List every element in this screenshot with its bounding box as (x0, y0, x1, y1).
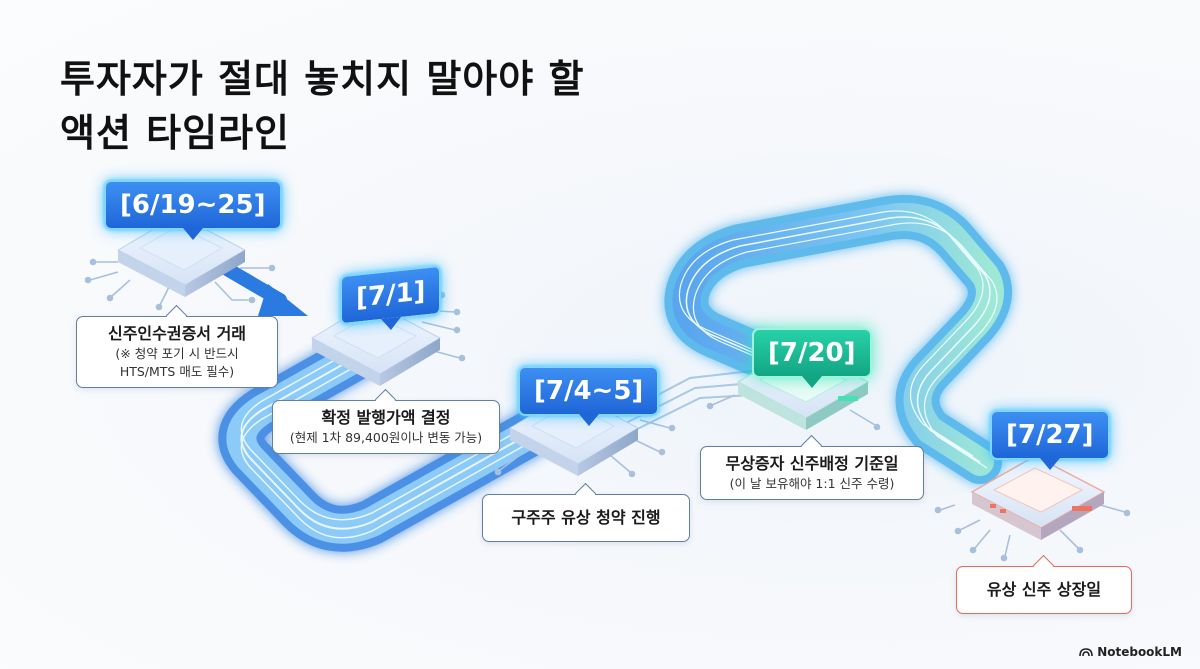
label-event-2: 확정 발행가액 결정 (현제 1차 89,400원이나 변동 가능) (272, 400, 500, 454)
brand-name: NotebookLM (1097, 645, 1182, 659)
label-event-1: 신주인수권증서 거래 (※ 청약 포기 시 반드시 HTS/MTS 매도 필수) (76, 316, 278, 388)
notebooklm-logo-icon (1079, 648, 1093, 657)
label-event-5-title: 유상 신주 상장일 (986, 580, 1102, 599)
node-platform-5 (970, 455, 1106, 540)
date-tag-event-1: [6/19~25] (104, 180, 282, 240)
date-tag-event-2: [7/1] (340, 264, 442, 326)
label-event-4: 무상증자 신주배정 기준일 (이 날 보유해야 1:1 신주 수령) (700, 446, 924, 500)
label-event-1-title: 신주인수권증서 거래 (107, 324, 247, 343)
page-title-line-2: 액션 타임라인 (60, 111, 290, 155)
node-platform-1 (116, 214, 247, 297)
label-event-3: 구주주 유상 청약 진행 (482, 494, 690, 542)
label-event-5: 유상 신주 상장일 (956, 566, 1132, 614)
page-title: 투자자가 절대 놓치지 말아야 할 액션 타임라인 (60, 52, 584, 160)
label-event-1-note: (※ 청약 포기 시 반드시 HTS/MTS 매도 필수) (115, 346, 239, 379)
label-event-4-title: 무상증자 신주배정 기준일 (725, 454, 899, 473)
label-event-2-note: (현제 1차 89,400원이나 변동 가능) (289, 430, 483, 445)
date-tag-event-5: [7/27] (990, 410, 1110, 470)
brand-badge: NotebookLM (1079, 645, 1182, 659)
label-event-2-title: 확정 발행가액 결정 (321, 408, 451, 427)
label-event-3-title: 구주주 유상 청약 진행 (511, 508, 661, 527)
page-title-line-1: 투자자가 절대 놓치지 말아야 할 (60, 57, 585, 101)
label-event-4-note: (이 날 보유해야 1:1 신주 수령) (729, 476, 895, 491)
date-tag-event-4: [7/20] (752, 328, 872, 388)
date-tag-event-3: [7/4~5] (518, 366, 660, 426)
